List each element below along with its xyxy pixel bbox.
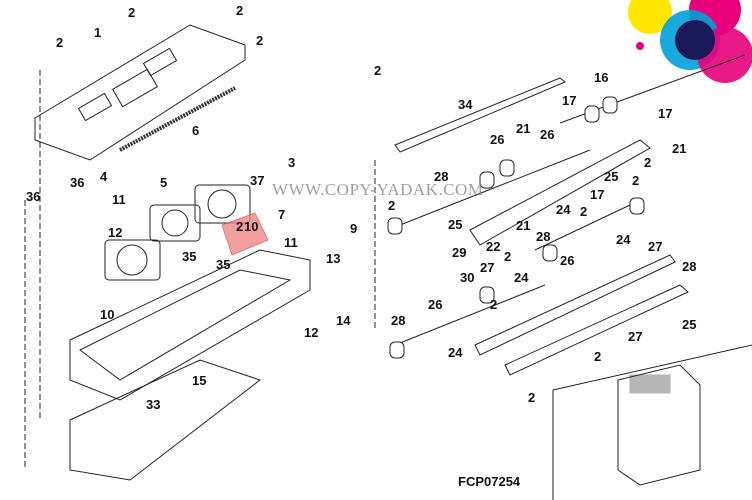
- part-callout-25: 25: [604, 169, 619, 184]
- part-callout-30: 30: [460, 270, 475, 285]
- part-callout-24: 24: [616, 232, 631, 247]
- part-callout-6: 6: [192, 123, 200, 138]
- part-callout-2: 2: [644, 155, 652, 170]
- part-callout-13: 13: [326, 251, 341, 266]
- part-callout-4: 4: [100, 169, 108, 184]
- figure-code: FCP07254: [458, 474, 521, 489]
- part-callout-24: 24: [514, 270, 529, 285]
- part-callout-21: 21: [516, 121, 531, 136]
- part-callout-28: 28: [682, 259, 697, 274]
- part-callout-29: 29: [452, 245, 467, 260]
- part-callout-2: 2: [388, 198, 396, 213]
- part-callout-24: 24: [556, 202, 571, 217]
- part-callout-24: 24: [448, 345, 463, 360]
- part-callout-11: 11: [284, 235, 298, 250]
- machine-inset: [552, 344, 752, 500]
- part-callout-33: 33: [146, 397, 161, 412]
- part-callout-28: 28: [434, 169, 449, 184]
- part-callout-26: 26: [560, 253, 575, 268]
- part-callout-2: 2: [594, 349, 602, 364]
- part-callout-10: 10: [100, 307, 115, 322]
- part-callout-27: 27: [648, 239, 663, 254]
- part-callout-15: 15: [192, 373, 207, 388]
- part-callout-2: 2: [632, 173, 640, 188]
- part-callout-12: 12: [304, 325, 319, 340]
- part-callout-34: 34: [458, 97, 473, 112]
- rail-assembly: [24, 54, 746, 470]
- part-callout-2: 2: [236, 3, 244, 18]
- part-callout-7: 7: [278, 207, 286, 222]
- part-callout-3: 3: [288, 155, 296, 170]
- part-callout-28: 28: [536, 229, 551, 244]
- part-callout-36: 36: [26, 189, 41, 204]
- part-callout-9: 9: [350, 221, 358, 236]
- part-callout-26: 26: [540, 127, 555, 142]
- part-callout-12: 12: [108, 225, 123, 240]
- part-callout-25: 25: [682, 317, 697, 332]
- fans: [104, 184, 251, 281]
- part-callout-5: 5: [160, 175, 168, 190]
- part-callout-2: 2: [490, 297, 498, 312]
- part-callout-11: 11: [112, 192, 126, 207]
- part-callout-2: 2: [504, 249, 512, 264]
- top-cover: [34, 24, 246, 161]
- part-callout-37: 37: [250, 173, 265, 188]
- part-callout-2: 2: [580, 204, 588, 219]
- lower-frame: [69, 249, 311, 481]
- part-callout-21: 21: [516, 218, 531, 233]
- part-callout-27: 27: [480, 260, 495, 275]
- part-callout-2: 2: [528, 390, 536, 405]
- highlighted-part-12[interactable]: [221, 212, 269, 256]
- part-callout-28: 28: [391, 313, 406, 328]
- part-callout-26: 26: [490, 132, 505, 147]
- part-callout-17: 17: [590, 187, 605, 202]
- part-callout-35: 35: [216, 257, 231, 272]
- part-callout-2: 2: [56, 35, 64, 50]
- part-callout-2: 2: [236, 219, 244, 234]
- part-callout-14: 14: [336, 313, 351, 328]
- part-callout-27: 27: [628, 329, 643, 344]
- part-callout-2: 2: [374, 63, 382, 78]
- part-callout-26: 26: [428, 297, 443, 312]
- part-callout-21: 21: [672, 141, 687, 156]
- part-callout-36: 36: [70, 175, 85, 190]
- watermark: WWW.COPY-YADAK.COM: [272, 180, 484, 199]
- part-callout-25: 25: [448, 217, 463, 232]
- logo-circles: [628, 0, 752, 83]
- part-callout-2: 2: [128, 5, 136, 20]
- part-callout-2: 2: [256, 33, 264, 48]
- part-callout-17: 17: [658, 106, 673, 121]
- part-callout-10: 10: [244, 219, 259, 234]
- part-callout-1: 1: [94, 25, 102, 40]
- part-callout-35: 35: [182, 249, 197, 264]
- part-callout-22: 22: [486, 239, 501, 254]
- part-callout-17: 17: [562, 93, 577, 108]
- part-callout-16: 16: [594, 70, 609, 85]
